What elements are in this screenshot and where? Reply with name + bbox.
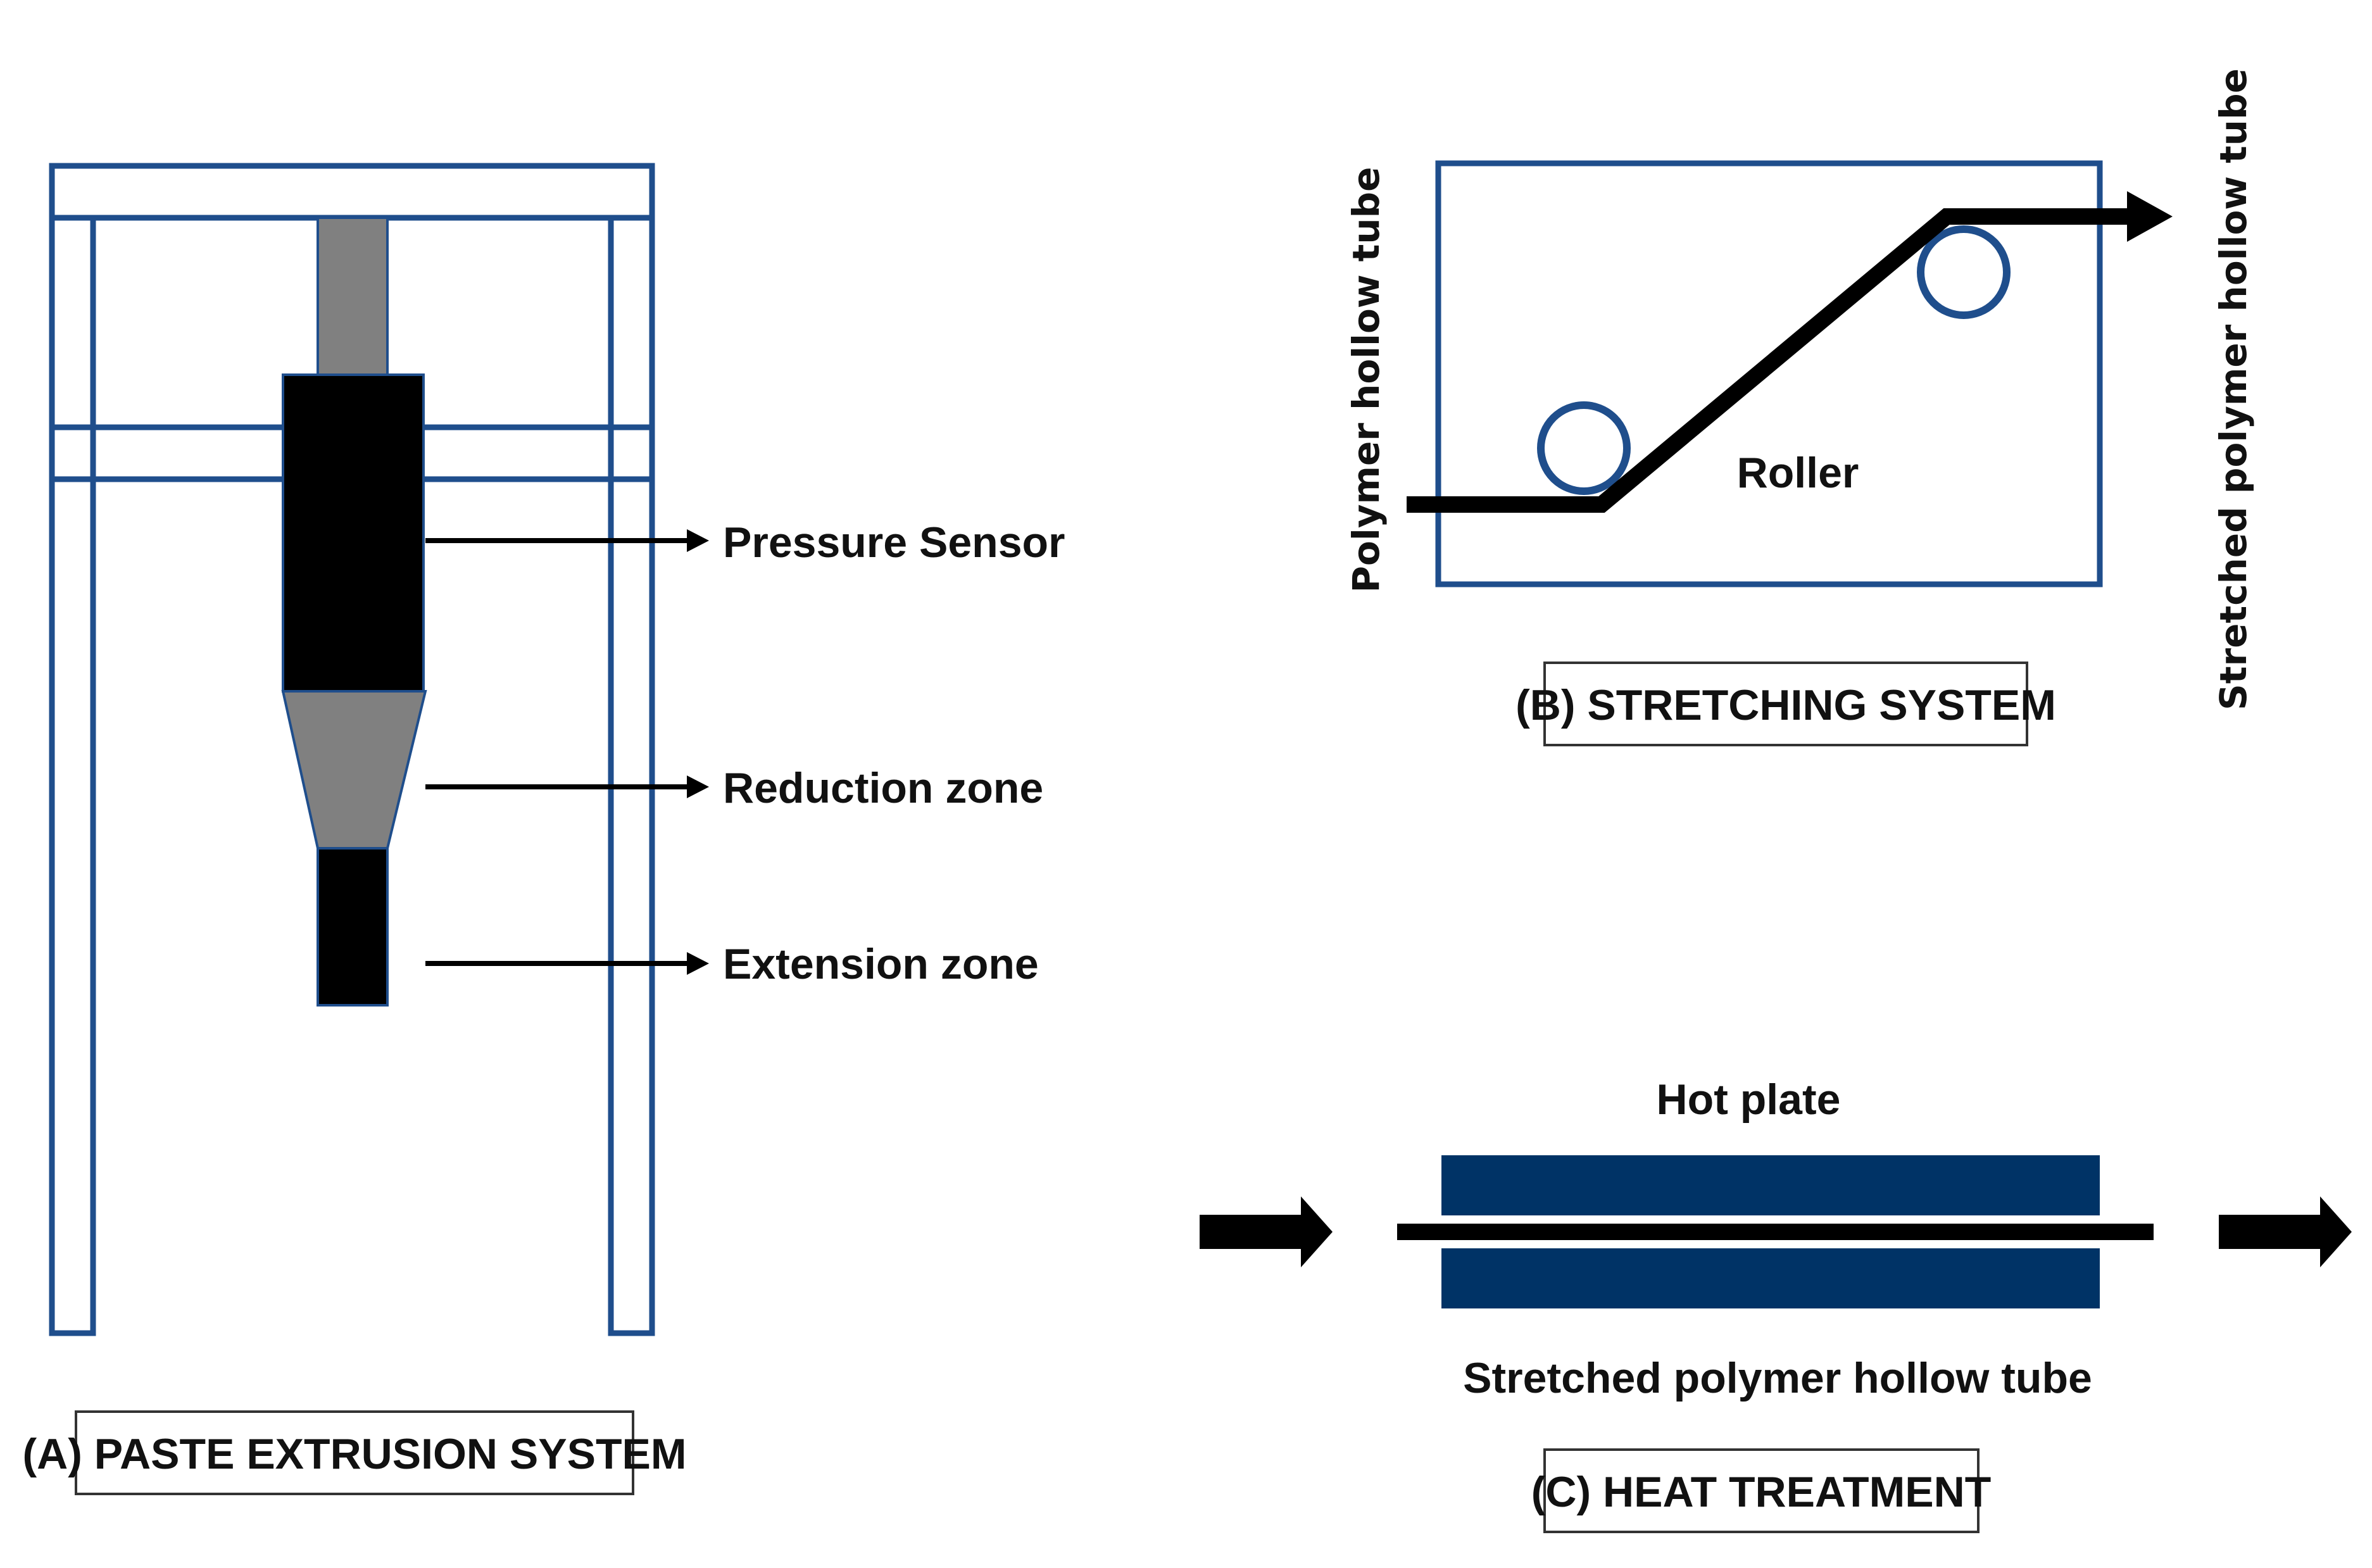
frame-top-beam bbox=[49, 163, 655, 221]
panel-a-extrusion: Pressure Sensor Reduction zone Extension… bbox=[22, 163, 1065, 1495]
panel-a-title-box bbox=[75, 1410, 634, 1495]
roller-label: Roller bbox=[1737, 449, 1859, 497]
extension-zone-arrow bbox=[425, 952, 709, 975]
output-tube-label: Stretched polymer hollow tube bbox=[2212, 68, 2255, 710]
heat-tube-label: Stretched polymer hollow tube bbox=[1463, 1354, 2092, 1402]
piston-rod bbox=[317, 216, 389, 377]
panel-c-title-box bbox=[1543, 1448, 1980, 1533]
extrusion-barrel bbox=[282, 373, 425, 693]
frame-left-leg bbox=[49, 215, 96, 1336]
panel-b-title: (B) STRETCHING SYSTEM bbox=[1515, 681, 2056, 729]
panel-c-title: (C) HEAT TREATMENT bbox=[1531, 1468, 1991, 1516]
pressure-sensor-arrow bbox=[425, 529, 709, 552]
panel-b-title-box bbox=[1543, 662, 2028, 746]
panel-a-title: (A) PASTE EXTRUSION SYSTEM bbox=[22, 1430, 686, 1478]
extension-zone-label: Extension zone bbox=[723, 940, 1039, 988]
roller-right bbox=[1917, 225, 2011, 319]
reduction-zone-arrow bbox=[425, 775, 709, 798]
roller-left bbox=[1537, 401, 1631, 495]
frame-right-leg bbox=[608, 215, 655, 1336]
hot-plate-bottom bbox=[1441, 1248, 2100, 1308]
reduction-zone-label: Reduction zone bbox=[723, 764, 1043, 812]
extension-die bbox=[317, 847, 389, 1007]
hot-plate-label: Hot plate bbox=[1657, 1076, 1841, 1124]
pressure-sensor-label: Pressure Sensor bbox=[723, 518, 1065, 567]
heated-tube bbox=[1397, 1224, 2154, 1240]
reduction-cone bbox=[281, 690, 427, 850]
input-flow-arrow bbox=[1200, 1196, 1333, 1267]
input-tube-label: Polymer hollow tube bbox=[1345, 166, 1388, 593]
hot-plate-top bbox=[1441, 1155, 2100, 1215]
stretching-enclosure bbox=[1435, 160, 2103, 587]
output-flow-arrow bbox=[2219, 1196, 2352, 1267]
tube-path bbox=[1407, 208, 2133, 513]
panel-c-heat-treatment: Hot plate Stretched polymer hollow tube … bbox=[1200, 1076, 2352, 1533]
panel-b-stretching: Roller Polymer hollow tube Stretched pol… bbox=[1345, 68, 2255, 746]
output-arrowhead bbox=[2127, 191, 2173, 242]
